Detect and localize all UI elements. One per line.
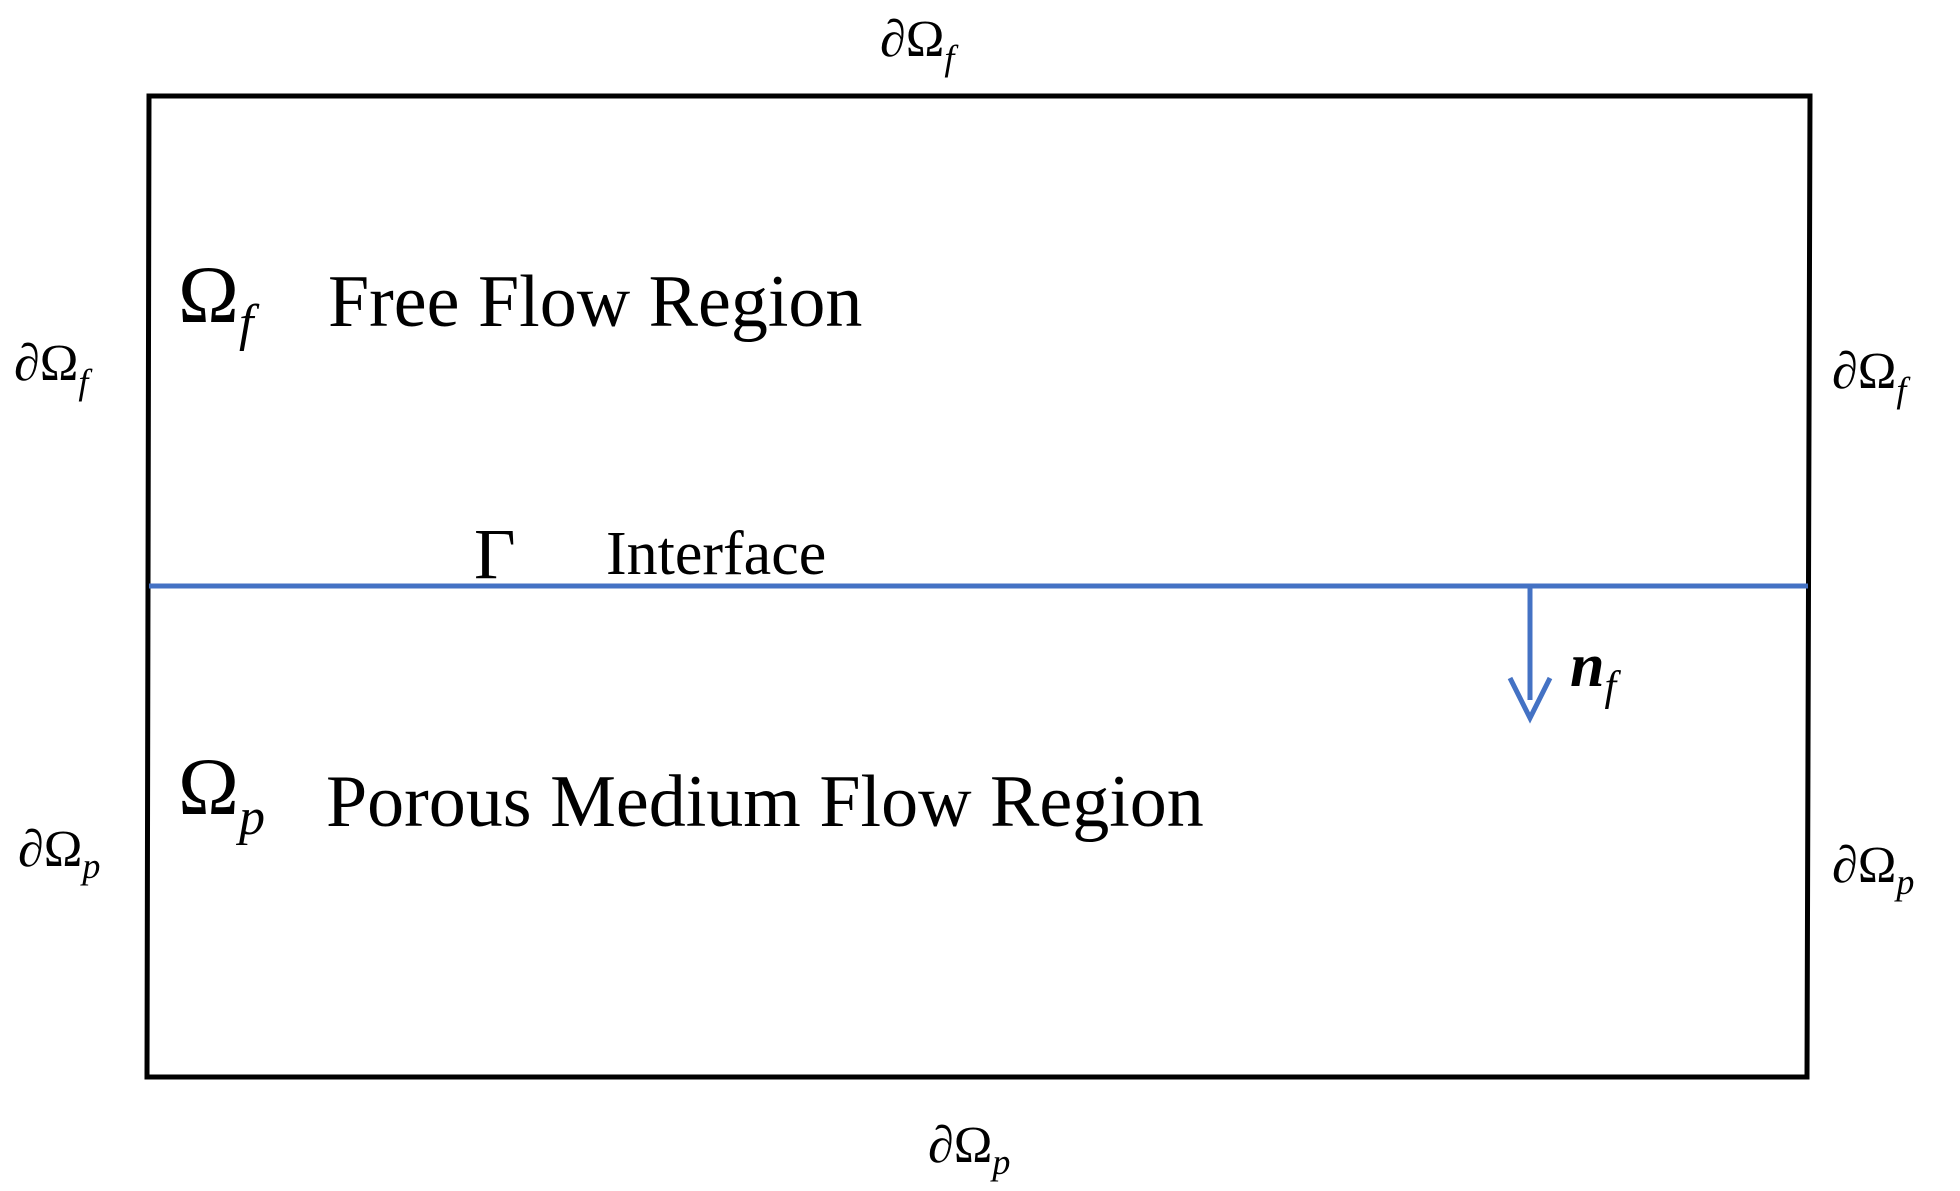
boundary-label-right-porous: ∂Ωp xyxy=(1832,837,1914,902)
gamma-symbol: Γ xyxy=(474,514,516,594)
boundary-label-right-free: ∂Ωf xyxy=(1832,343,1911,410)
omega-p-symbol: Ωp xyxy=(178,741,265,846)
porous-region-label: Ωp Porous Medium Flow Region xyxy=(178,741,1204,846)
interface-text: Interface xyxy=(606,520,826,588)
boundary-label-bottom: ∂Ωp xyxy=(928,1117,1010,1182)
porous-region-text: Porous Medium Flow Region xyxy=(326,761,1204,843)
normal-vector-arrow xyxy=(1507,586,1553,724)
free-flow-region-label: Ωf Free Flow Region xyxy=(178,249,862,352)
boundary-label-left-porous: ∂Ωp xyxy=(18,821,100,886)
normal-vector-label: nf xyxy=(1570,632,1621,710)
omega-f-symbol: Ωf xyxy=(178,249,260,352)
domain-boundary xyxy=(144,93,1813,1080)
boundary-label-left-free: ∂Ωf xyxy=(14,335,93,402)
boundary-label-top: ∂Ωf xyxy=(880,11,959,78)
free-flow-region-text: Free Flow Region xyxy=(328,261,862,343)
interface-label: Γ Interface xyxy=(474,514,826,594)
